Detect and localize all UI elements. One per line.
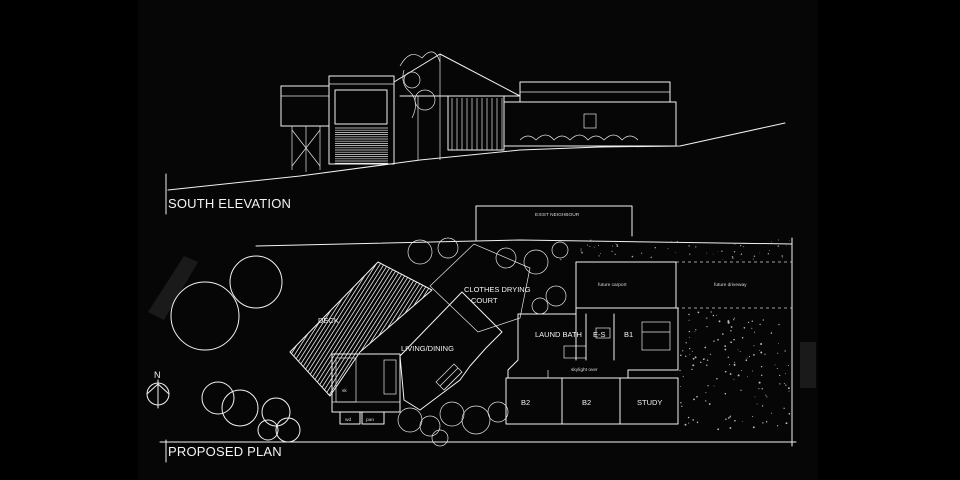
wd-label: wd [345, 417, 351, 423]
clothes-drying-court: CLOTHES DRYING COURT [429, 243, 531, 333]
bedroom-wing: LAUND BATH E-S B1 skylight over B2 B2 ST… [505, 307, 679, 425]
elevation-deck [280, 85, 330, 172]
future-driveway-label: future driveway [714, 282, 747, 288]
clothes-drying-label: CLOTHES DRYING [464, 285, 531, 294]
kitchen: sk wd pan [331, 353, 401, 425]
boundary-shadow-left [148, 256, 198, 320]
boundary-shadow-right [800, 342, 816, 388]
b2-right-label: B2 [582, 398, 591, 407]
trees-left [170, 255, 301, 443]
living-dining-label: LIVING/DINING [401, 344, 454, 353]
elevation-cladding [335, 127, 388, 164]
drawing-sheet [138, 0, 818, 480]
es-label: E-S [593, 330, 606, 339]
shrub-texture [560, 239, 791, 431]
exist-neighbour-label: EXIST NEIGHBOUR [535, 212, 580, 218]
b1-label: B1 [624, 330, 633, 339]
south-elevation: SOUTH ELEVATION [165, 51, 786, 215]
pan-label: pan [366, 418, 374, 423]
north-arrow: N [146, 370, 170, 409]
future-carport: future carport future driveway [575, 261, 747, 309]
south-elevation-title: SOUTH ELEVATION [168, 196, 291, 211]
trees-top [407, 237, 569, 315]
sink-label: sk [342, 388, 347, 394]
study-label: STUDY [637, 398, 662, 407]
deck: DECK [289, 261, 433, 397]
elevation-right-block [503, 81, 677, 147]
living-dining: LIVING/DINING [399, 291, 503, 411]
proposed-plan-title: PROPOSED PLAN [168, 444, 282, 459]
b2-left-label: B2 [521, 398, 530, 407]
trees-bottom [397, 401, 509, 447]
site-boundary-top [255, 239, 793, 247]
skylight-label: skylight over [571, 367, 598, 373]
elevation-boards [447, 95, 505, 151]
elevation-main-block [328, 75, 395, 165]
north-label: N [154, 370, 161, 380]
neighbour-outline [475, 205, 633, 241]
future-carport-label: future carport [598, 282, 627, 288]
laund-bath-label: LAUND BATH [535, 330, 582, 339]
court-label: COURT [471, 296, 498, 305]
elevation-ground-line [167, 122, 786, 191]
deck-label: DECK [318, 316, 339, 325]
proposed-plan: EXIST NEIGHBOUR [146, 205, 816, 463]
